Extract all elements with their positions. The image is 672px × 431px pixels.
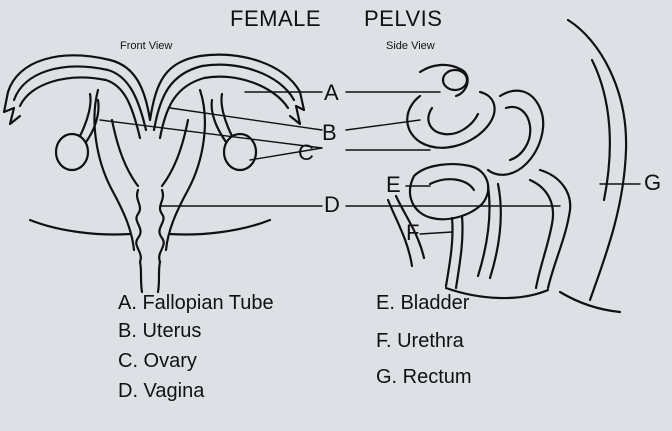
callout-b: B xyxy=(322,120,337,146)
callout-g: G xyxy=(644,170,661,196)
legend-item: C. Ovary xyxy=(118,350,197,373)
legend-item: E. Bladder xyxy=(376,292,469,315)
side-view-drawing xyxy=(388,20,626,312)
callout-f: F xyxy=(406,220,419,246)
front-view-drawing xyxy=(4,55,304,292)
title-left: FEMALE xyxy=(230,6,321,32)
callout-a: A xyxy=(324,80,339,106)
side-view-label: Side View xyxy=(386,40,435,52)
front-view-label: Front View xyxy=(120,40,172,52)
legend-item: F. Urethra xyxy=(376,330,464,353)
legend-item: A. Fallopian Tube xyxy=(118,292,274,315)
callout-d: D xyxy=(324,192,340,218)
legend-item: D. Vagina xyxy=(118,380,204,403)
callout-e: E xyxy=(386,172,401,198)
legend-item: G. Rectum xyxy=(376,366,472,389)
title-right: PELVIS xyxy=(364,6,442,32)
callout-c: C xyxy=(298,140,314,166)
legend-item: B. Uterus xyxy=(118,320,201,343)
